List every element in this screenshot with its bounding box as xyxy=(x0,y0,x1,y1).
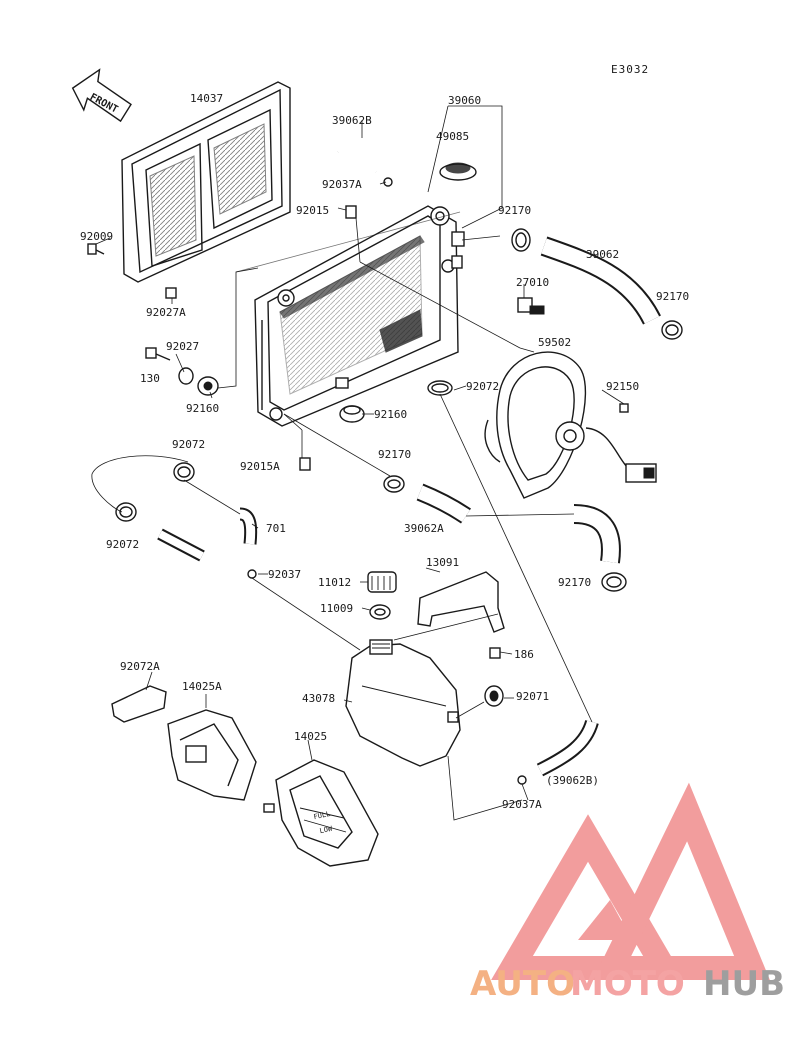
watermark-auto: AUTO xyxy=(470,964,575,1004)
bolt-92009 xyxy=(87,243,105,255)
hose-lower-39062B xyxy=(536,719,599,777)
bracket-92015 xyxy=(345,205,357,219)
radiator-grille-14037 xyxy=(121,81,291,283)
bracket-92015A xyxy=(299,457,311,471)
label-39062B-paren: (39062B) xyxy=(546,774,599,787)
watermark-hub: HUB xyxy=(703,964,785,1004)
label-92009: 92009 xyxy=(80,230,113,243)
fan-59502 xyxy=(484,351,657,499)
label-39062B: 39062B xyxy=(332,114,372,127)
label-92170-c: 92170 xyxy=(378,448,411,461)
label-92037A-top: 92037A xyxy=(322,178,362,191)
bolt-130 xyxy=(145,347,171,361)
grommet-92160-a xyxy=(197,376,219,396)
label-92037: 92037 xyxy=(268,568,301,581)
label-92072-c: 92072 xyxy=(106,538,139,551)
bracket-13091 xyxy=(417,571,505,633)
collar-92027A xyxy=(165,287,177,299)
grommet-92071 xyxy=(484,685,504,707)
label-39062A: 39062A xyxy=(404,522,444,535)
label-59502: 59502 xyxy=(538,336,571,349)
cover-14025: FULL LOW xyxy=(263,759,379,867)
label-43078: 43078 xyxy=(302,692,335,705)
clamp-92170-a xyxy=(511,228,531,252)
hose-39062 xyxy=(540,236,661,325)
radiator-39060 xyxy=(254,205,465,427)
label-92027A: 92027A xyxy=(146,306,186,319)
label-14037: 14037 xyxy=(190,92,223,105)
label-92072-a: 92072 xyxy=(466,380,499,393)
bolt-186 xyxy=(489,647,501,659)
label-92150: 92150 xyxy=(606,380,639,393)
label-92170-b: 92170 xyxy=(656,290,689,303)
clamp-92072A xyxy=(111,685,167,723)
sensor-27010 xyxy=(517,297,545,315)
clamp-92072-c xyxy=(115,502,137,522)
label-49085: 49085 xyxy=(436,130,469,143)
cap-49085 xyxy=(439,162,477,181)
label-701: 701 xyxy=(266,522,286,535)
watermark-logo xyxy=(491,782,770,980)
clamp-92170-b xyxy=(661,320,683,340)
label-13091: 13091 xyxy=(426,556,459,569)
hose-39062B xyxy=(333,141,382,174)
label-92170-a: 92170 xyxy=(498,204,531,217)
collar-92027 xyxy=(178,367,194,385)
clamp-92072-a xyxy=(427,380,453,396)
washer-92037A-bot xyxy=(517,775,527,785)
clamp-92170-c xyxy=(383,475,405,493)
bolt-92150 xyxy=(619,403,629,413)
label-92037A-bot: 92037A xyxy=(502,798,542,811)
part-labels: 14037 39060 39062B 49085 92037A 92015 92… xyxy=(80,92,689,811)
label-186: 186 xyxy=(514,648,534,661)
label-130: 130 xyxy=(140,372,160,385)
label-92072A: 92072A xyxy=(120,660,160,673)
label-39060: 39060 xyxy=(448,94,481,107)
hose-39062A xyxy=(416,483,621,564)
clamp-92170-d xyxy=(601,572,627,592)
tank-low-mark: LOW xyxy=(319,825,334,836)
figure-code: E3032 xyxy=(611,63,649,76)
watermark-moto: MOTO xyxy=(570,964,685,1004)
hose-701 xyxy=(157,507,258,562)
tank-full-mark: FULL xyxy=(313,810,331,821)
gasket-11009 xyxy=(369,604,391,620)
label-92072-b: 92072 xyxy=(172,438,205,451)
label-11009: 11009 xyxy=(320,602,353,615)
label-14025: 14025 xyxy=(294,730,327,743)
reservoir-tank-43078 xyxy=(345,639,461,767)
grommet-92160-b xyxy=(339,405,365,423)
label-92160-a: 92160 xyxy=(186,402,219,415)
cap-11012 xyxy=(367,571,397,593)
label-92015A: 92015A xyxy=(240,460,280,473)
front-arrow-icon: FRONT xyxy=(71,68,132,123)
label-11012: 11012 xyxy=(318,576,351,589)
label-92160-b: 92160 xyxy=(374,408,407,421)
label-92071: 92071 xyxy=(516,690,549,703)
guard-14025A xyxy=(167,709,257,801)
label-14025A: 14025A xyxy=(182,680,222,693)
leader-lines xyxy=(91,105,625,821)
label-39062: 39062 xyxy=(586,248,619,261)
washer-92037 xyxy=(247,569,257,579)
clamp-92072-b xyxy=(173,462,195,482)
label-92027: 92027 xyxy=(166,340,199,353)
label-27010: 27010 xyxy=(516,276,549,289)
label-92015: 92015 xyxy=(296,204,329,217)
label-92170-d: 92170 xyxy=(558,576,591,589)
washer-92037A-top xyxy=(383,177,393,187)
